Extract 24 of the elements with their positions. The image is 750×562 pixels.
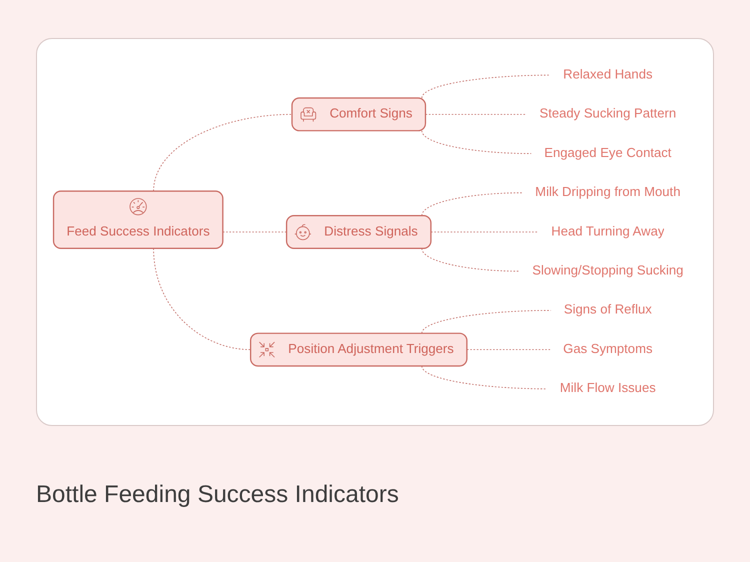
connector-line	[466, 349, 550, 350]
list-item-text: Relaxed Hands	[563, 66, 652, 84]
list-item-text: Milk Flow Issues	[560, 380, 656, 398]
connector-line	[421, 192, 523, 216]
list-item-text: Engaged Eye Contact	[544, 145, 672, 162]
connector-line	[421, 130, 532, 154]
category-label: Distress Signals	[324, 224, 418, 241]
diagram-title: Bottle Feeding Success Indicators	[36, 481, 399, 509]
connector-line	[425, 114, 527, 115]
list-item-text: Slowing/Stopping Sucking	[532, 262, 684, 280]
list-item-text: Milk Dripping from Mouth	[535, 184, 680, 202]
connector-line	[153, 114, 292, 192]
connector-line	[421, 366, 548, 390]
connector-line	[153, 248, 251, 350]
list-item-text: Gas Symptoms	[563, 341, 652, 358]
hub-label: Feed Success Indicators	[66, 224, 210, 241]
connector-line	[421, 310, 552, 334]
list-item-text: Signs of Reflux	[564, 302, 652, 319]
connector-line	[421, 74, 550, 98]
list-item-text: Head Turning Away	[551, 224, 664, 241]
list-item-text: Steady Sucking Pattern	[540, 106, 676, 123]
category-label: Position Adjustment Triggers	[288, 341, 454, 358]
category-label: Comfort Signs	[330, 106, 412, 123]
connector-line	[421, 248, 520, 272]
